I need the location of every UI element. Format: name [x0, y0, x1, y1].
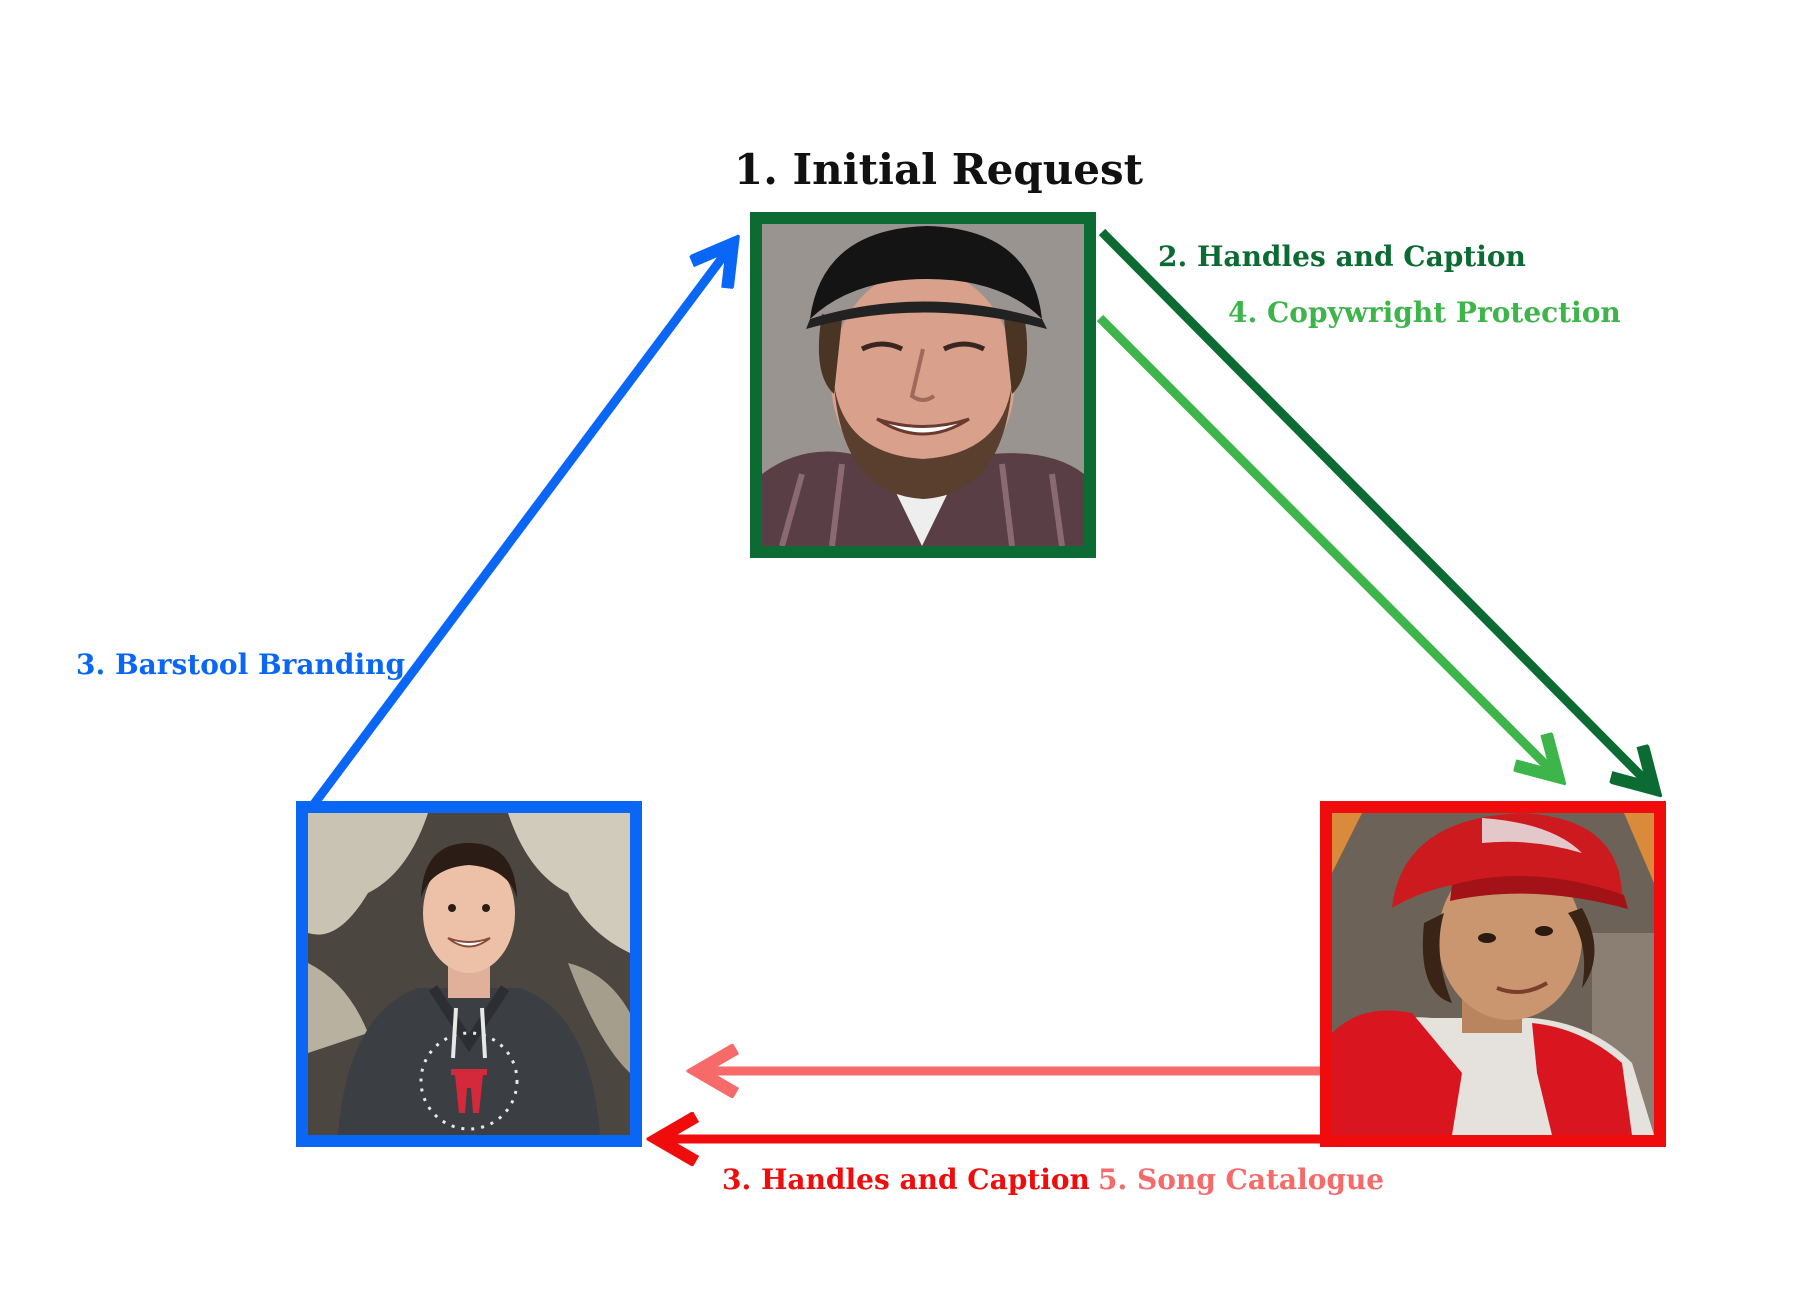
arrow-handles-caption-top [1098, 228, 1652, 787]
label-barstool-branding: 3. Barstool Branding [76, 648, 406, 681]
label-handles-caption-bottom: 3. Handles and Caption [722, 1163, 1090, 1196]
right-person-photo [1320, 801, 1666, 1147]
top-person-photo [750, 212, 1096, 558]
label-handles-caption-top: 2. Handles and Caption [1158, 240, 1526, 273]
left-person-photo [296, 801, 642, 1147]
diagram-title: 1. Initial Request [734, 145, 1144, 194]
label-copyright-protection: 4. Copywright Protection [1228, 296, 1621, 329]
top-person-portrait [762, 224, 1084, 546]
left-person-portrait [308, 813, 630, 1135]
arrow-copyright-protection [1096, 314, 1556, 775]
label-song-catalogue: 5. Song Catalogue [1098, 1163, 1385, 1196]
arrow-barstool-branding [310, 246, 731, 807]
right-person-portrait [1332, 813, 1654, 1135]
